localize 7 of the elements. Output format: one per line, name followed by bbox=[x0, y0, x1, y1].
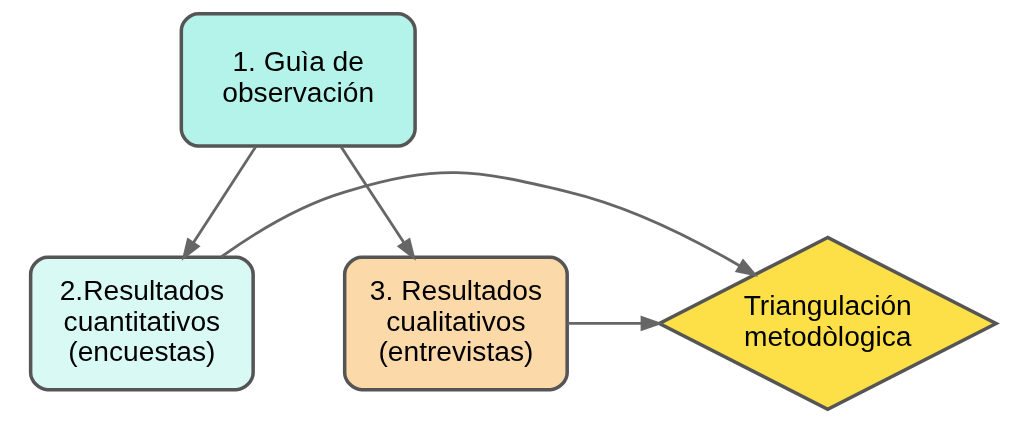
node-box: 1. Guìa de observación bbox=[179, 11, 417, 148]
arrow bbox=[339, 145, 416, 261]
node-box: 3. Resultados cualitativos (entrevistas) bbox=[342, 255, 569, 392]
arrow bbox=[220, 171, 759, 277]
node-box: 2.Resultados cuantitativos (encuestas) bbox=[28, 255, 255, 392]
arrow bbox=[567, 315, 664, 332]
arrow bbox=[181, 145, 258, 261]
